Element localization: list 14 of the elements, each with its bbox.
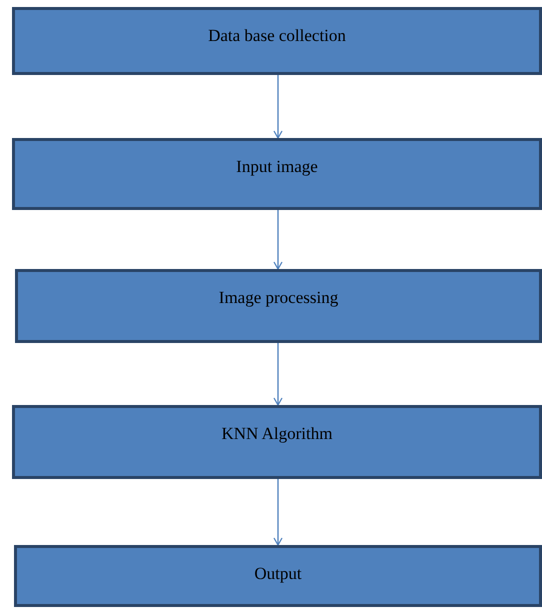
arrow (273, 210, 283, 270)
arrow (273, 479, 283, 546)
process-box (12, 405, 542, 479)
step-label: Output (253, 563, 303, 584)
step-label: Data base collection (207, 25, 347, 46)
process-box (12, 7, 542, 75)
arrow (273, 75, 283, 139)
step-label: KNN Algorithm (220, 423, 334, 444)
step-label: Image processing (218, 287, 340, 308)
step-label: Input image (235, 156, 319, 177)
process-box (12, 138, 542, 210)
process-box (14, 545, 542, 607)
arrow (273, 343, 283, 406)
process-box (15, 269, 542, 343)
